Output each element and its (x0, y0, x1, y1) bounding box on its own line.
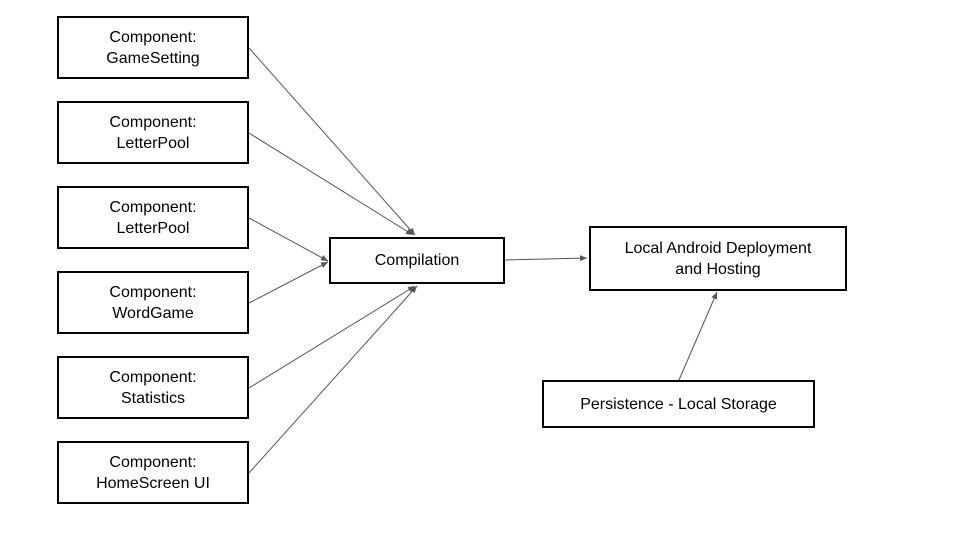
component-name: LetterPool (116, 134, 190, 152)
arrow-homescreen-to-compilation (248, 285, 418, 474)
persistence-label: Persistence - Local Storage (580, 395, 777, 413)
compilation-box: Compilation (329, 237, 505, 284)
persistence-box: Persistence - Local Storage (542, 380, 815, 428)
component-name: HomeScreen UI (96, 474, 210, 492)
arrow-letterpool-2-to-compilation (248, 217, 329, 262)
component-gamesetting-box: Component: GameSetting (57, 16, 249, 79)
arrow-statistics-to-compilation (248, 285, 416, 389)
component-prefix: Component: (109, 283, 197, 301)
arrow-compilation-to-deployment (504, 255, 588, 262)
arrow-gamesetting-to-compilation (248, 47, 416, 236)
compilation-label: Compilation (374, 252, 460, 269)
component-letterpool-box: Component: LetterPool (57, 101, 249, 164)
deployment-label-line2: and Hosting (675, 260, 761, 278)
component-homescreen-ui-box: Component: HomeScreen UI (57, 441, 249, 504)
component-statistics-box: Component: Statistics (57, 356, 249, 419)
component-gamesetting-label: Component: GameSetting (106, 27, 199, 69)
component-prefix: Component: (109, 198, 197, 216)
component-prefix: Component: (109, 368, 197, 386)
deployment-label-line1: Local Android Deployment (624, 239, 812, 257)
component-wordgame-label: Component: WordGame (109, 282, 196, 324)
arrow-wordgame-to-compilation (248, 261, 329, 304)
component-statistics-label: Component: Statistics (109, 367, 196, 409)
component-name: Statistics (120, 389, 185, 407)
component-name: GameSetting (106, 49, 200, 67)
component-wordgame-box: Component: WordGame (57, 271, 249, 334)
arrow-letterpool-1-to-compilation (248, 132, 414, 236)
deployment-label: Local Android Deployment and Hosting (625, 238, 812, 280)
component-prefix: Component: (109, 453, 197, 471)
component-prefix: Component: (109, 113, 197, 131)
arrow-persistence-to-deployment (678, 291, 718, 381)
deployment-box: Local Android Deployment and Hosting (589, 226, 847, 291)
component-letterpool-label: Component: LetterPool (109, 197, 196, 239)
component-letterpool-label: Component: LetterPool (109, 112, 196, 154)
component-letterpool-box-2: Component: LetterPool (57, 186, 249, 249)
component-name: WordGame (112, 304, 194, 322)
component-name: LetterPool (116, 219, 190, 237)
component-homescreen-ui-label: Component: HomeScreen UI (96, 452, 210, 494)
component-prefix: Component: (109, 28, 197, 46)
